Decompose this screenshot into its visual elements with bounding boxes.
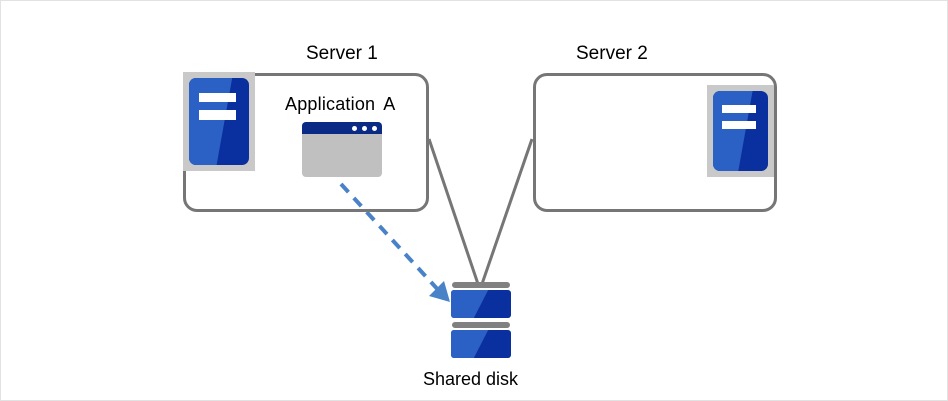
tower-slot-bar <box>722 120 757 130</box>
server2-label: Server 2 <box>576 43 648 64</box>
connector-server1-to-disk <box>427 138 480 285</box>
tower-body <box>189 78 249 165</box>
window-dot-icon <box>362 125 367 131</box>
tower-slot-bar <box>199 92 237 103</box>
disk-body <box>451 330 511 358</box>
shared-disk-icon[interactable] <box>451 282 511 360</box>
server1-tower-icon <box>183 72 255 171</box>
disk-body <box>451 290 511 318</box>
application-label-text: Application <box>285 94 376 114</box>
application-label: Application A <box>285 94 395 115</box>
disk-cap <box>452 322 510 328</box>
tower-slot-bar <box>722 104 757 114</box>
server2-tower-icon <box>707 85 774 177</box>
tower-slot-bar <box>199 110 237 120</box>
window-dot-icon <box>372 125 377 131</box>
arrowhead-icon-wing <box>436 281 450 302</box>
disk-cap <box>452 282 510 288</box>
server1-label: Server 1 <box>306 43 378 64</box>
shared-disk-label: Shared disk <box>423 369 519 389</box>
window-titlebar <box>302 122 382 134</box>
connector-server2-to-disk <box>480 138 534 285</box>
arrowhead-icon <box>429 288 450 302</box>
application-label-suffix: A <box>383 94 396 114</box>
window-dot-icon <box>352 125 357 131</box>
application-window-icon[interactable] <box>302 122 382 177</box>
tower-body <box>713 91 768 171</box>
server2-box[interactable] <box>533 73 777 212</box>
